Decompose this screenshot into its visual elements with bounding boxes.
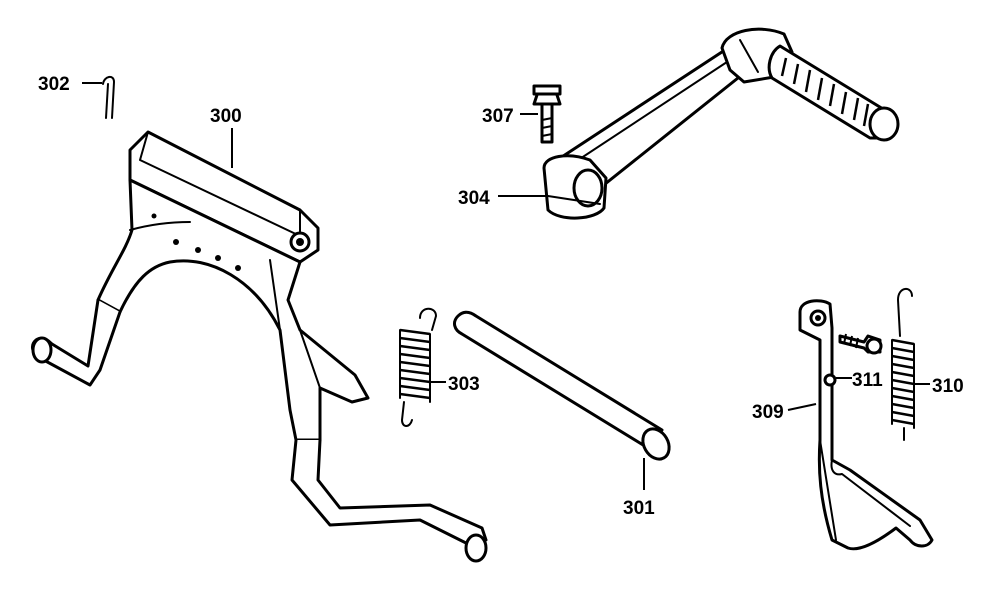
kick-starter-arm-304[interactable] [542,27,900,220]
spring-303[interactable] [399,307,437,427]
label-300: 300 [210,106,242,127]
label-302: 302 [38,74,70,95]
main-stand-300[interactable] [31,130,488,563]
cotter-pin-302[interactable] [82,76,115,119]
spring-310[interactable] [891,288,915,441]
label-310: 310 [932,376,964,397]
label-309: 309 [752,402,784,423]
label-301: 301 [623,498,655,519]
side-stand-309[interactable] [798,299,934,551]
label-307: 307 [482,106,514,127]
bolt-307[interactable] [532,84,562,144]
pivot-bolt-311[interactable] [823,333,883,387]
label-304: 304 [458,188,490,209]
label-303: 303 [448,374,480,395]
pivot-shaft-301[interactable] [453,310,675,464]
label-311: 311 [852,370,883,391]
